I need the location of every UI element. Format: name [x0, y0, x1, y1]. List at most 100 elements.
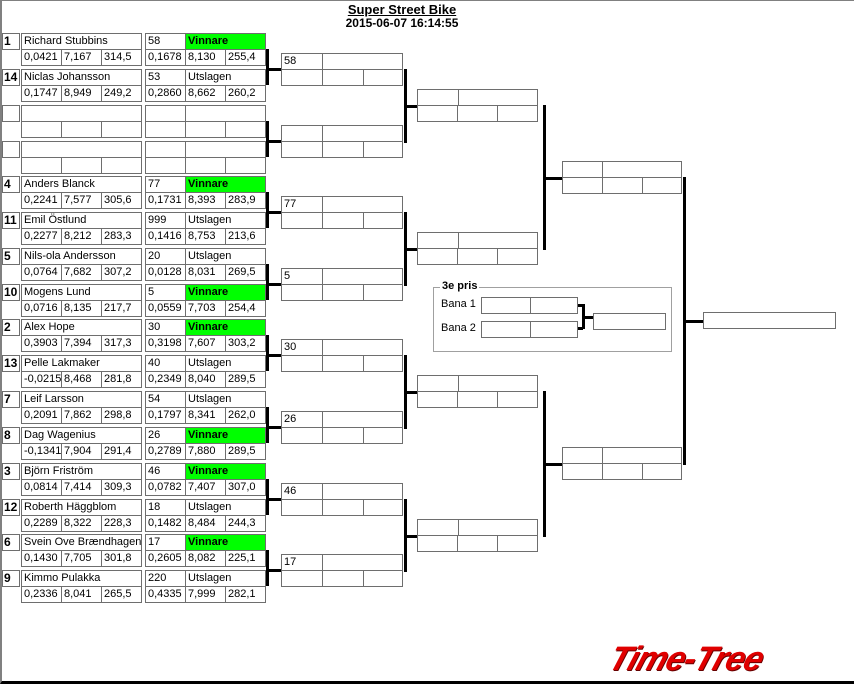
round2-box-et[interactable]	[322, 69, 364, 86]
race-number[interactable]: 40	[145, 355, 186, 372]
speed[interactable]: 281,8	[101, 371, 142, 388]
race-elapsed-time[interactable]: 7,703	[185, 300, 226, 317]
speed[interactable]: 305,6	[101, 192, 142, 209]
race-elapsed-time[interactable]: 8,031	[185, 264, 226, 281]
round2-box-number[interactable]: 58	[281, 53, 323, 70]
reaction-time[interactable]	[21, 121, 62, 138]
round2-box-number[interactable]: 77	[281, 196, 323, 213]
race-status[interactable]: Vinnare	[185, 319, 266, 336]
round2-box-rt[interactable]	[281, 69, 323, 86]
race-number[interactable]: 46	[145, 463, 186, 480]
speed[interactable]: 301,8	[101, 550, 142, 567]
reaction-time[interactable]: 0,0716	[21, 300, 62, 317]
race-speed[interactable]	[225, 157, 266, 174]
race-reaction-time[interactable]: 0,2605	[145, 550, 186, 567]
speed[interactable]	[101, 121, 142, 138]
reaction-time[interactable]: -0,1341	[21, 443, 62, 460]
reaction-time[interactable]: 0,1747	[21, 85, 62, 102]
race-reaction-time[interactable]	[145, 157, 186, 174]
round3-box-number[interactable]	[417, 519, 459, 536]
race-status[interactable]: Vinnare	[185, 427, 266, 444]
round3-box-status[interactable]	[458, 89, 538, 106]
race-status[interactable]	[185, 141, 266, 158]
race-reaction-time[interactable]: 0,0559	[145, 300, 186, 317]
round3-box-status[interactable]	[458, 232, 538, 249]
round3-box-speed[interactable]	[497, 105, 538, 122]
elapsed-time[interactable]	[61, 157, 102, 174]
racer-name[interactable]: Emil Östlund	[21, 212, 142, 229]
race-elapsed-time[interactable]: 8,662	[185, 85, 226, 102]
race-number[interactable]: 999	[145, 212, 186, 229]
round2-box-rt[interactable]	[281, 212, 323, 229]
speed[interactable]: 249,2	[101, 85, 142, 102]
race-reaction-time[interactable]: 0,1797	[145, 407, 186, 424]
race-elapsed-time[interactable]	[185, 121, 226, 138]
race-speed[interactable]: 244,3	[225, 515, 266, 532]
round2-box-rt[interactable]	[281, 355, 323, 372]
race-number[interactable]	[145, 105, 186, 122]
elapsed-time[interactable]: 8,468	[61, 371, 102, 388]
race-speed[interactable]	[225, 121, 266, 138]
round2-box-speed[interactable]	[363, 355, 403, 372]
round3-box-number[interactable]	[417, 375, 459, 392]
round2-box-status[interactable]	[322, 125, 403, 142]
speed[interactable]: 291,4	[101, 443, 142, 460]
race-status[interactable]: Utslagen	[185, 69, 266, 86]
race-reaction-time[interactable]: 0,0782	[145, 479, 186, 496]
race-status[interactable]: Vinnare	[185, 534, 266, 551]
reaction-time[interactable]: 0,3903	[21, 335, 62, 352]
race-elapsed-time[interactable]	[185, 157, 226, 174]
round2-box-number[interactable]: 17	[281, 554, 323, 571]
race-status[interactable]: Utslagen	[185, 212, 266, 229]
elapsed-time[interactable]: 7,414	[61, 479, 102, 496]
reaction-time[interactable]: 0,2336	[21, 586, 62, 603]
racer-name[interactable]: Richard Stubbins	[21, 33, 142, 50]
race-status[interactable]: Utslagen	[185, 248, 266, 265]
round2-box-speed[interactable]	[363, 499, 403, 516]
race-reaction-time[interactable]	[145, 121, 186, 138]
round3-box-et[interactable]	[457, 535, 498, 552]
lane1-input-b[interactable]	[530, 297, 578, 314]
racer-name[interactable]	[21, 105, 142, 122]
round3-box-rt[interactable]	[417, 105, 458, 122]
round2-box-et[interactable]	[322, 141, 364, 158]
racer-name[interactable]: Björn Friström	[21, 463, 142, 480]
race-speed[interactable]: 282,1	[225, 586, 266, 603]
race-speed[interactable]: 289,5	[225, 443, 266, 460]
racer-name[interactable]: Anders Blanck	[21, 176, 142, 193]
race-number[interactable]: 220	[145, 570, 186, 587]
reaction-time[interactable]: 0,1430	[21, 550, 62, 567]
round2-box-status[interactable]	[322, 268, 403, 285]
racer-name[interactable]: Roberth Häggblom	[21, 499, 142, 516]
elapsed-time[interactable]: 7,904	[61, 443, 102, 460]
race-number[interactable]: 58	[145, 33, 186, 50]
round4-box-rt[interactable]	[562, 463, 603, 480]
racer-name[interactable]: Svein Ove Brændhagen	[21, 534, 142, 551]
race-number[interactable]: 77	[145, 176, 186, 193]
race-speed[interactable]: 260,2	[225, 85, 266, 102]
round2-box-number[interactable]: 46	[281, 483, 323, 500]
round3-box-number[interactable]	[417, 89, 459, 106]
round2-box-rt[interactable]	[281, 141, 323, 158]
racer-name[interactable]	[21, 141, 142, 158]
round3-box-rt[interactable]	[417, 391, 458, 408]
round2-box-rt[interactable]	[281, 499, 323, 516]
elapsed-time[interactable]: 7,705	[61, 550, 102, 567]
round2-box-et[interactable]	[322, 355, 364, 372]
round4-box-et[interactable]	[602, 177, 643, 194]
elapsed-time[interactable]: 8,135	[61, 300, 102, 317]
race-speed[interactable]: 289,5	[225, 371, 266, 388]
round2-box-speed[interactable]	[363, 212, 403, 229]
race-speed[interactable]: 269,5	[225, 264, 266, 281]
race-reaction-time[interactable]: 0,1731	[145, 192, 186, 209]
race-status[interactable]: Utslagen	[185, 499, 266, 516]
elapsed-time[interactable]: 8,041	[61, 586, 102, 603]
round4-box-rt[interactable]	[562, 177, 603, 194]
racer-name[interactable]: Leif Larsson	[21, 391, 142, 408]
round2-box-et[interactable]	[322, 212, 364, 229]
race-speed[interactable]: 283,9	[225, 192, 266, 209]
race-number[interactable]: 5	[145, 284, 186, 301]
race-speed[interactable]: 255,4	[225, 49, 266, 66]
round2-box-speed[interactable]	[363, 69, 403, 86]
round2-box-speed[interactable]	[363, 141, 403, 158]
